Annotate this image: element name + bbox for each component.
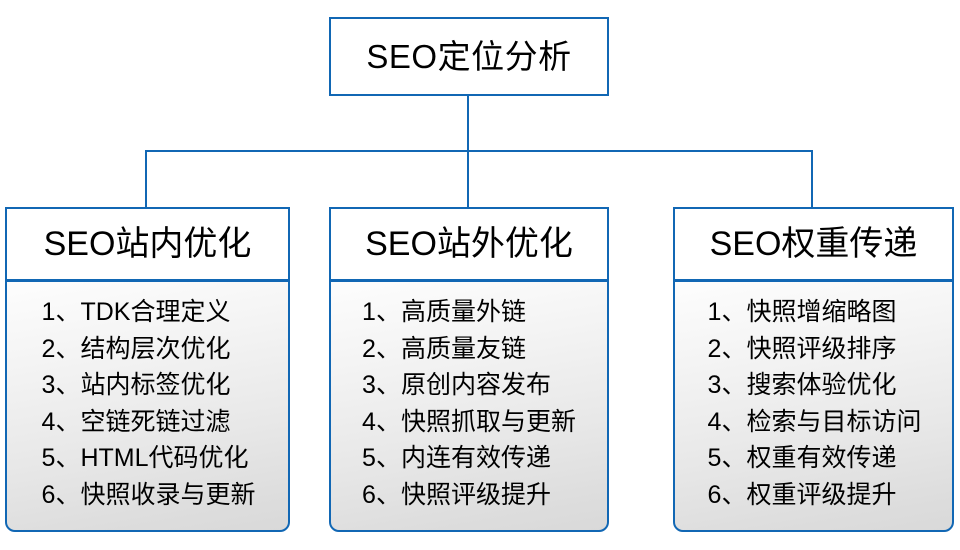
list-item: 6、快照收录与更新: [41, 480, 256, 509]
list-item: 2、结构层次优化: [41, 334, 231, 363]
branch-item-list-3: 1、快照增缩略图 2、快照评级排序 3、搜索体验优化 4、检索与目标访问 5、权…: [708, 294, 922, 513]
list-item: 6、权重评级提升: [707, 480, 897, 509]
list-item: 2、高质量友链: [362, 334, 526, 363]
branch-header-label-2: SEO站外优化: [365, 225, 573, 263]
branch-item-list-2: 1、高质量外链 2、高质量友链 3、原创内容发布 4、快照抓取与更新 5、内连有…: [362, 294, 576, 513]
branch-column-1: SEO站内优化 1、TDK合理定义 2、结构层次优化 3、站内标签优化 4、空链…: [5, 207, 290, 532]
list-item: 6、快照评级提升: [362, 480, 551, 509]
list-item: 1、快照增缩略图: [707, 298, 897, 326]
branch-body-1: 1、TDK合理定义 2、结构层次优化 3、站内标签优化 4、空链死链过滤 5、H…: [5, 280, 290, 532]
list-item: 1、高质量外链: [362, 298, 526, 326]
list-item: 4、检索与目标访问: [707, 407, 922, 436]
list-item: 3、搜索体验优化: [707, 371, 897, 399]
branch-body-2: 1、高质量外链 2、高质量友链 3、原创内容发布 4、快照抓取与更新 5、内连有…: [329, 280, 609, 532]
branch-body-3: 1、快照增缩略图 2、快照评级排序 3、搜索体验优化 4、检索与目标访问 5、权…: [673, 280, 954, 532]
list-item: 4、空链死链过滤: [41, 407, 231, 436]
list-item: 3、原创内容发布: [362, 371, 551, 399]
list-item: 5、内连有效传递: [362, 444, 551, 472]
branch-column-2: SEO站外优化 1、高质量外链 2、高质量友链 3、原创内容发布 4、快照抓取与…: [329, 207, 609, 532]
list-item: 4、快照抓取与更新: [362, 407, 576, 436]
list-item: 5、HTML代码优化: [41, 444, 249, 472]
root-node[interactable]: SEO定位分析: [329, 17, 609, 96]
branch-header-label-1: SEO站内优化: [43, 225, 252, 263]
list-item: 3、站内标签优化: [41, 371, 231, 399]
list-item: 2、快照评级排序: [707, 334, 897, 363]
branch-header-label-3: SEO权重传递: [709, 225, 918, 263]
branch-header-2[interactable]: SEO站外优化: [329, 207, 609, 281]
branch-column-3: SEO权重传递 1、快照增缩略图 2、快照评级排序 3、搜索体验优化 4、检索与…: [673, 207, 954, 532]
list-item: 1、TDK合理定义: [41, 298, 231, 326]
branch-header-3[interactable]: SEO权重传递: [673, 207, 954, 281]
root-node-label: SEO定位分析: [366, 38, 572, 75]
branch-header-1[interactable]: SEO站内优化: [5, 207, 290, 281]
list-item: 5、权重有效传递: [707, 444, 897, 472]
branch-item-list-1: 1、TDK合理定义 2、结构层次优化 3、站内标签优化 4、空链死链过滤 5、H…: [42, 294, 256, 513]
